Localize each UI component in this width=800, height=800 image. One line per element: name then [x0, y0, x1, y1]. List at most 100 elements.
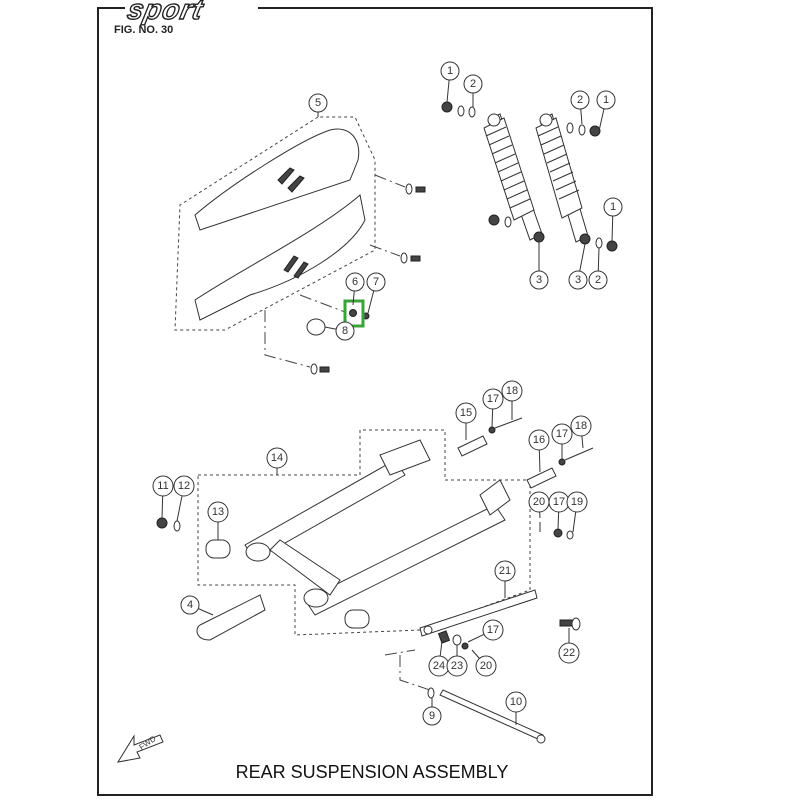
callout-10[interactable]: 10 [505, 691, 527, 725]
callout-19[interactable]: 19 [566, 491, 588, 533]
nut-washer-set-mid[interactable] [488, 214, 512, 228]
callout-circle [529, 270, 549, 290]
callout-number: 23 [451, 660, 463, 672]
callout-24[interactable]: 24 [428, 640, 450, 677]
callout-2[interactable]: 2 [570, 90, 590, 125]
callout-circle [173, 475, 195, 497]
callout-number: 8 [342, 325, 348, 337]
chain-slider-4[interactable] [196, 594, 266, 641]
callout-7[interactable]: 7 [366, 272, 386, 314]
nut-washer-set-top-right[interactable] [566, 122, 601, 137]
callout-circle [551, 423, 573, 445]
link-plate-16[interactable] [526, 447, 594, 489]
callout-number: 19 [571, 496, 583, 508]
leader-6 [299, 294, 346, 313]
nut-11[interactable] [156, 517, 168, 529]
callout-number: 15 [460, 407, 472, 419]
callout-circle [482, 388, 504, 410]
bolt-washer-upper[interactable] [374, 174, 426, 195]
frame-top-right [258, 7, 653, 9]
axle-bolt-10[interactable] [439, 689, 546, 744]
callout-18[interactable]: 18 [501, 380, 523, 420]
callout-number: 20 [533, 496, 545, 508]
torque-rod-21[interactable] [419, 589, 538, 637]
callout-11[interactable]: 11 [152, 475, 174, 519]
callout-circle [422, 706, 442, 726]
callout-1[interactable]: 1 [596, 90, 616, 132]
callout-6[interactable]: 6 [345, 272, 365, 306]
callout-number: 10 [510, 696, 522, 708]
bushing-13[interactable] [205, 539, 231, 559]
callout-16[interactable]: 16 [528, 429, 550, 473]
callout-17[interactable]: 17 [482, 388, 504, 428]
callout-18[interactable]: 18 [570, 415, 592, 449]
callout-circle [494, 560, 516, 582]
nut-17d[interactable] [461, 642, 469, 650]
callout-23[interactable]: 23 [446, 645, 468, 677]
shock-absorber-left[interactable] [483, 113, 545, 243]
callout-number: 13 [212, 506, 224, 518]
callout-13[interactable]: 13 [207, 501, 229, 540]
callout-21[interactable]: 21 [494, 560, 516, 598]
callout-9[interactable]: 9 [422, 698, 442, 726]
callout-17[interactable]: 17 [467, 619, 504, 643]
callout-number: 4 [187, 599, 193, 611]
callout-number: 11 [157, 480, 168, 492]
nut-washer-set-bottom-right[interactable] [595, 237, 618, 252]
figure-number: FIG. NO. 30 [114, 24, 174, 36]
callout-14[interactable]: 14 [266, 447, 288, 475]
washer-9[interactable] [427, 687, 435, 699]
callout-1[interactable]: 1 [603, 197, 623, 242]
small-parts-20-17-19[interactable] [539, 522, 574, 540]
shock-absorber-right[interactable] [535, 113, 591, 245]
callout-20[interactable]: 20 [471, 649, 497, 677]
callout-12[interactable]: 12 [173, 475, 195, 522]
callout-1[interactable]: 1 [440, 61, 460, 103]
washer-23[interactable] [452, 634, 462, 646]
callout-circle [266, 447, 288, 469]
callout-circle [558, 642, 580, 664]
callout-4[interactable]: 4 [180, 595, 214, 616]
figure-frame [97, 7, 653, 796]
callout-8[interactable]: 8 [324, 321, 355, 341]
callout-17[interactable]: 17 [548, 491, 570, 530]
callout-number: 16 [533, 434, 545, 446]
nut-washer-set-top-left[interactable] [441, 101, 476, 118]
callout-20[interactable]: 20 [528, 491, 550, 519]
washer-6[interactable] [349, 309, 357, 317]
callout-22[interactable]: 22 [558, 628, 580, 664]
callout-15[interactable]: 15 [455, 402, 477, 440]
grommet-cap[interactable] [306, 318, 326, 336]
callout-3[interactable]: 3 [568, 243, 588, 290]
callout-2[interactable]: 2 [463, 74, 483, 107]
callout-number: 14 [271, 452, 283, 464]
callout-circle [566, 491, 588, 513]
frame-top-left [97, 7, 125, 9]
chain-guard-lower[interactable] [194, 194, 366, 321]
link-plate-15[interactable] [457, 417, 523, 457]
callout-circle [455, 402, 477, 424]
bolt-washer-lower[interactable] [369, 244, 421, 264]
callout-circle [180, 595, 200, 615]
callout-5[interactable]: 5 [308, 93, 328, 117]
washer-12[interactable] [173, 520, 181, 532]
bolt-washer-bottom[interactable] [264, 310, 330, 375]
callout-2[interactable]: 2 [588, 247, 608, 290]
callout-circle [588, 270, 608, 290]
fwd-direction-arrow: FWD [116, 734, 164, 763]
callout-17[interactable]: 17 [551, 423, 573, 459]
callout-number: 1 [610, 201, 616, 213]
callout-3[interactable]: 3 [529, 242, 549, 290]
callout-number: 3 [575, 274, 581, 286]
callout-circle [475, 655, 497, 677]
spring-24[interactable] [437, 630, 451, 644]
bushing-lower[interactable] [344, 609, 370, 629]
callout-circle [335, 321, 355, 341]
chain-guard-upper[interactable] [194, 128, 360, 231]
highlight-box [343, 299, 365, 328]
bolt-22[interactable] [559, 617, 581, 631]
callout-number: 17 [556, 428, 568, 440]
callout-number: 18 [575, 420, 587, 432]
swingarm[interactable] [244, 439, 511, 616]
